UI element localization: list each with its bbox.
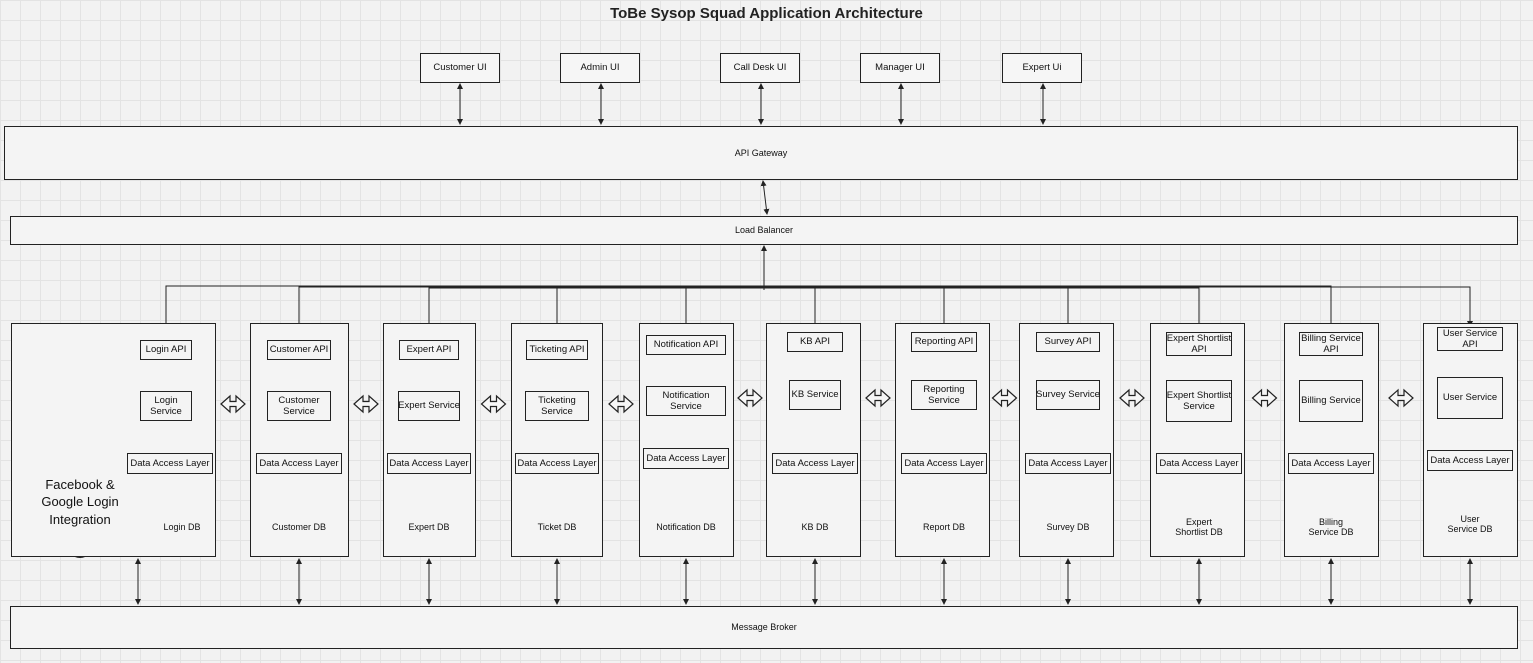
lb-api-connector: [554, 285, 764, 340]
ui-client-box: [560, 53, 640, 83]
service-box: [525, 391, 589, 421]
service-box: [267, 391, 331, 421]
api-box: [1299, 332, 1363, 356]
data-access-layer-box: [772, 453, 858, 474]
api-box: [267, 340, 331, 360]
data-access-layer-box: [256, 453, 342, 474]
data-access-layer-box: [1156, 453, 1242, 474]
data-access-layer-box: [1025, 453, 1111, 474]
inter-service-arrow: [1388, 388, 1414, 408]
data-access-layer-box: [901, 453, 987, 474]
diagram-title: ToBe Sysop Squad Application Architectur…: [610, 5, 923, 22]
service-container: [383, 323, 476, 557]
inter-service-arrow: [865, 388, 891, 408]
message-broker-box: [10, 606, 1518, 649]
inter-service-arrow: [353, 394, 379, 414]
ui-client-box: [720, 53, 800, 83]
ui-client-box: [860, 53, 940, 83]
inter-service-arrow: [737, 388, 763, 408]
inter-service-arrow: [608, 394, 634, 414]
service-box: [140, 391, 192, 421]
api-box: [526, 340, 588, 360]
api-box: [787, 332, 843, 352]
service-box: [1036, 380, 1100, 410]
ui-client-box: [420, 53, 500, 83]
data-access-layer-box: [515, 453, 599, 474]
service-box: [646, 386, 726, 416]
inter-service-arrow: [1251, 388, 1278, 408]
api-gateway-box: [4, 126, 1518, 180]
service-container: [639, 323, 734, 557]
service-box: [398, 391, 460, 421]
data-access-layer-box: [1427, 450, 1513, 471]
service-box: [1437, 377, 1503, 419]
api-box: [1166, 332, 1232, 356]
service-box: [789, 380, 841, 410]
lb-api-connector: [764, 285, 1334, 332]
data-access-layer-box: [387, 453, 471, 474]
data-access-layer-box: [127, 453, 213, 474]
load-balancer-box: [10, 216, 1518, 245]
api-box: [1036, 332, 1100, 352]
api-box: [646, 335, 726, 355]
api-box: [911, 332, 977, 352]
service-container: [895, 323, 990, 557]
service-container: [11, 323, 216, 557]
lb-api-connector: [296, 286, 764, 340]
inter-service-arrow: [480, 394, 507, 414]
service-container: [1019, 323, 1114, 557]
service-container: [766, 323, 861, 557]
service-container: [1150, 323, 1245, 557]
data-access-layer-box: [643, 448, 729, 469]
inter-service-arrow: [1119, 388, 1145, 408]
service-container: [1284, 323, 1379, 557]
lb-api-connector: [764, 287, 1202, 332]
service-container: [1423, 323, 1518, 557]
inter-service-arrow: [220, 394, 246, 414]
service-container: [250, 323, 349, 557]
service-box: [1299, 380, 1363, 422]
data-access-layer-box: [1288, 453, 1374, 474]
ui-client-box: [1002, 53, 1082, 83]
api-box: [399, 340, 459, 360]
service-box: [911, 380, 977, 410]
gateway-lb-connector: [760, 180, 770, 215]
api-box: [140, 340, 192, 360]
api-box: [1437, 327, 1503, 351]
lb-api-connector: [764, 286, 1473, 327]
inter-service-arrow: [991, 388, 1018, 408]
lb-api-connector: [426, 287, 764, 340]
lb-api-connector: [683, 286, 764, 335]
service-box: [1166, 380, 1232, 422]
service-container: [511, 323, 603, 557]
